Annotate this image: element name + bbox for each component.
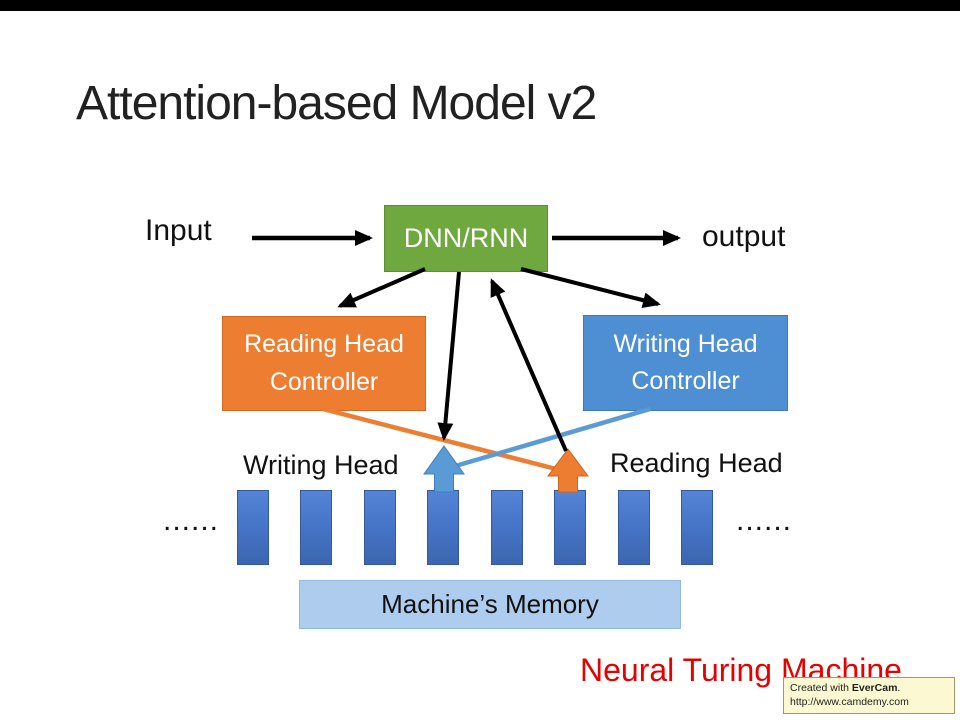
writing-head-label: Writing Head xyxy=(243,450,399,480)
memory-cell xyxy=(490,490,523,565)
memory-cell xyxy=(237,490,269,565)
machines-memory-bar: Machine’s Memory xyxy=(299,580,681,629)
memory-cell xyxy=(363,490,396,565)
reading-head-controller-box: Reading Head Controller xyxy=(222,316,426,411)
reading-head-label: Reading Head xyxy=(610,448,783,478)
memory-ellipsis-right: ...... xyxy=(736,504,793,537)
reading-head-arrow xyxy=(547,448,589,493)
dnn-to-reading-controller-arrow xyxy=(337,267,426,308)
evercam-watermark: Created with EverCam. http://www.camdemy… xyxy=(783,677,955,715)
output-label: output xyxy=(702,220,786,253)
writing-head-arrow xyxy=(423,445,465,493)
slide-title: Attention-based Model v2 xyxy=(76,77,597,130)
memory-ellipsis-left: ...... xyxy=(163,504,220,537)
writing-head-controller-box: Writing Head Controller xyxy=(583,315,788,411)
writing-controller-line1: Writing Head xyxy=(613,329,758,358)
memory-cell xyxy=(680,490,713,565)
memory-cell xyxy=(427,490,460,565)
letterbox-bar xyxy=(0,0,960,11)
reading-controller-line2: Controller xyxy=(269,367,379,396)
reading-controller-line1: Reading Head xyxy=(244,330,404,358)
machines-memory-label: Machine’s Memory xyxy=(381,589,599,619)
watermark-url: http://www.camdemy.com xyxy=(790,696,909,709)
memory-to-dnn-arrow xyxy=(490,278,568,452)
input-label: Input xyxy=(145,214,212,247)
watermark-line1: Created with EverCam. xyxy=(790,682,901,694)
memory-cells xyxy=(237,490,713,565)
dnn-rnn-box: DNN/RNN xyxy=(384,205,548,272)
writing-controller-line2: Controller xyxy=(631,367,740,395)
memory-cell xyxy=(617,490,650,565)
dnn-down-arrow xyxy=(437,271,461,441)
memory-cell xyxy=(554,490,587,565)
memory-cell xyxy=(300,490,333,565)
dnn-to-writing-controller-arrow xyxy=(520,267,661,309)
